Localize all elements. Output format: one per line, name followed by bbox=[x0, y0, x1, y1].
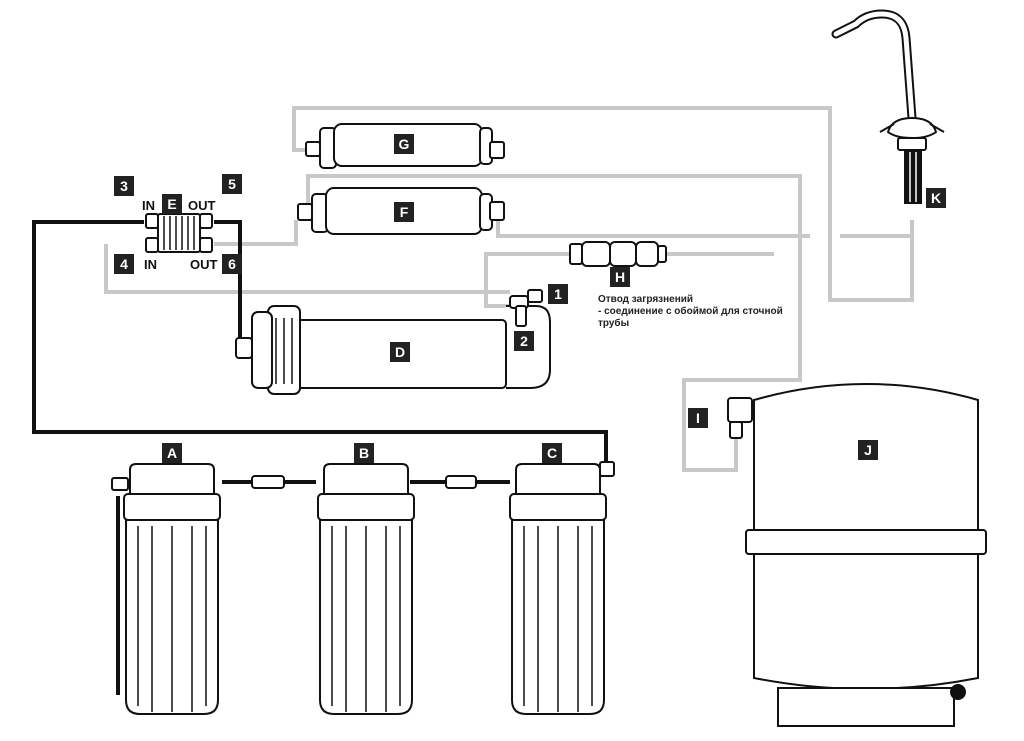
svg-text:E: E bbox=[167, 196, 176, 212]
svg-text:4: 4 bbox=[120, 256, 128, 272]
badge-2: 2 bbox=[514, 331, 534, 351]
black-tubing bbox=[32, 220, 608, 695]
port-label-in-top: IN bbox=[142, 198, 155, 213]
svg-text:1: 1 bbox=[554, 286, 562, 302]
svg-text:6: 6 bbox=[228, 256, 236, 272]
gray-tubing bbox=[104, 106, 914, 472]
svg-text:K: K bbox=[931, 190, 941, 206]
svg-text:J: J bbox=[864, 442, 872, 458]
prefilter-c bbox=[445, 461, 615, 715]
drain-restrictor-h bbox=[569, 241, 667, 267]
badge-a: A bbox=[162, 443, 182, 463]
tank-valve-i bbox=[727, 397, 753, 439]
port-label-out-top: OUT bbox=[188, 198, 216, 213]
badge-b: B bbox=[354, 443, 374, 463]
badge-i: I bbox=[688, 408, 708, 428]
badge-6: 6 bbox=[222, 254, 242, 274]
drain-note-line-1: Отвод загрязнений bbox=[598, 294, 693, 305]
port-label-out-bottom: OUT bbox=[190, 257, 218, 272]
faucet-k bbox=[831, 9, 945, 204]
drain-note-line-2: - соединение с обоймой для сточной bbox=[598, 305, 783, 317]
port-label-in-bottom: IN bbox=[144, 257, 157, 272]
badge-d: D bbox=[390, 342, 410, 362]
storage-tank-j bbox=[745, 383, 987, 727]
badge-h: H bbox=[610, 267, 630, 287]
badge-e: E bbox=[162, 194, 182, 214]
badge-3: 3 bbox=[114, 176, 134, 196]
badge-j: J bbox=[858, 440, 878, 460]
svg-text:B: B bbox=[359, 445, 369, 461]
drain-note-line-3: трубы bbox=[598, 317, 629, 329]
svg-text:A: A bbox=[167, 445, 177, 461]
svg-text:F: F bbox=[400, 204, 409, 220]
restrictor-e bbox=[145, 213, 213, 253]
svg-text:5: 5 bbox=[228, 176, 236, 192]
svg-text:D: D bbox=[395, 344, 405, 360]
badge-4: 4 bbox=[114, 254, 134, 274]
svg-text:2: 2 bbox=[520, 333, 528, 349]
svg-text:I: I bbox=[696, 410, 700, 426]
badge-k: K bbox=[926, 188, 946, 208]
badge-5: 5 bbox=[222, 174, 242, 194]
prefilter-a bbox=[111, 463, 221, 715]
badge-g: G bbox=[394, 134, 414, 154]
svg-text:C: C bbox=[547, 445, 557, 461]
badge-f: F bbox=[394, 202, 414, 222]
svg-text:3: 3 bbox=[120, 178, 128, 194]
badge-1: 1 bbox=[548, 284, 568, 304]
svg-text:G: G bbox=[399, 136, 410, 152]
prefilter-b bbox=[251, 463, 415, 715]
badge-c: C bbox=[542, 443, 562, 463]
svg-text:H: H bbox=[615, 269, 625, 285]
